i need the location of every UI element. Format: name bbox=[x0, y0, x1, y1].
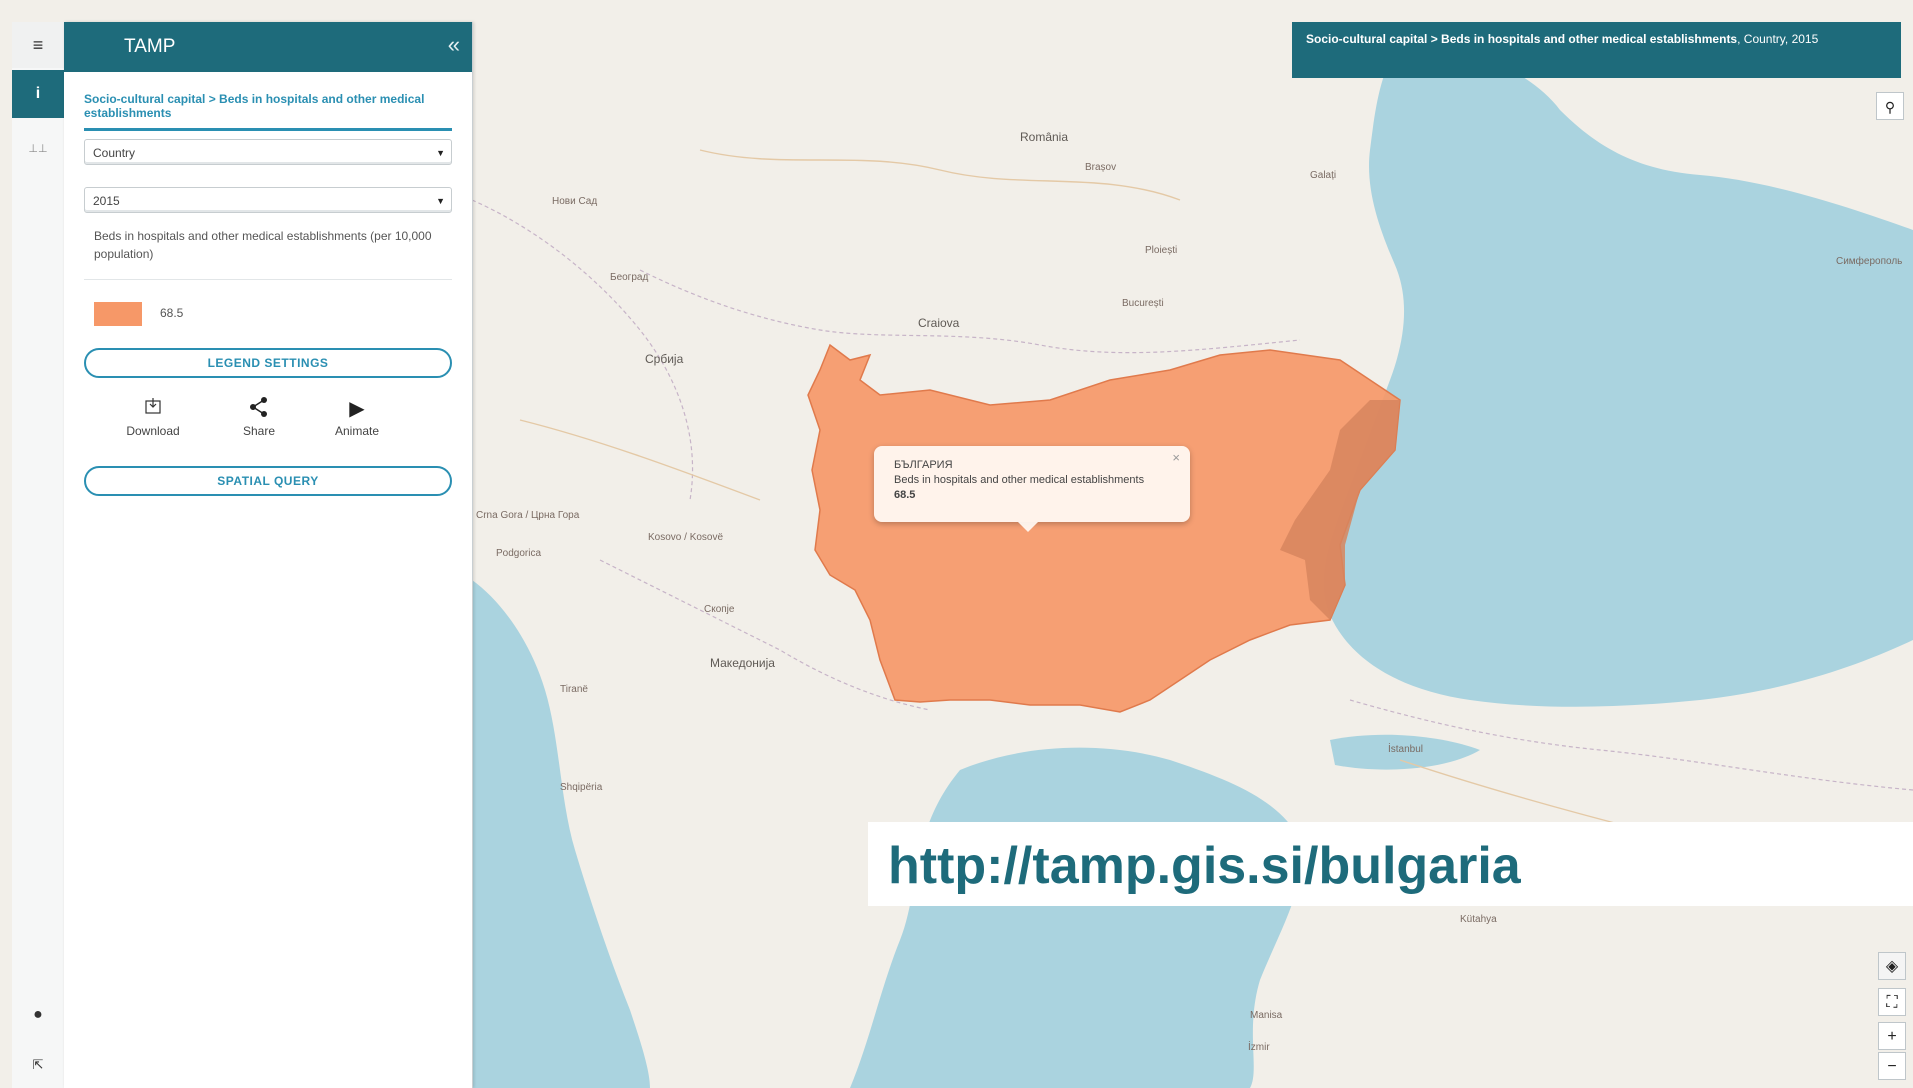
place-brasov: Brașov bbox=[1085, 162, 1117, 173]
sea-of-marmara bbox=[1330, 734, 1480, 770]
download-label: Download bbox=[126, 424, 180, 438]
place-shqiperia: Shqipëria bbox=[560, 782, 603, 793]
place-kutahya: Kütahya bbox=[1460, 914, 1497, 925]
black-sea bbox=[1323, 44, 1913, 707]
download-button[interactable]: Download bbox=[108, 396, 198, 438]
dropdown-arrow-icon: ▼ bbox=[436, 148, 445, 158]
place-kosovo: Kosovo / Kosovë bbox=[648, 532, 724, 543]
info-icon[interactable]: i bbox=[12, 70, 64, 118]
place-crna-gora: Crna Gora / Црна Гора bbox=[476, 510, 580, 521]
dropdown-arrow-icon: ▼ bbox=[436, 196, 445, 206]
animate-label: Animate bbox=[334, 424, 380, 438]
place-craiova: Craiova bbox=[918, 316, 960, 330]
adriatic-sea bbox=[472, 580, 650, 1088]
map-title-indicator: Socio-cultural capital > Beds in hospita… bbox=[1306, 32, 1738, 46]
app-title: TAMP bbox=[124, 36, 176, 57]
share-icon bbox=[214, 396, 304, 422]
place-istanbul: İstanbul bbox=[1388, 744, 1424, 755]
place-novi-sad: Нови Сад bbox=[552, 196, 598, 207]
minus-icon: − bbox=[1887, 1058, 1897, 1075]
bulgaria-polygon bbox=[807, 343, 1401, 713]
collapse-panel-icon[interactable]: « bbox=[447, 32, 460, 57]
chart-icon[interactable]: ⊥⊥ bbox=[28, 143, 48, 155]
icon-sidebar: ≡ i ⊥⊥ ● ⇱ bbox=[12, 22, 65, 1088]
year-select-value: 2015 bbox=[93, 194, 120, 208]
help-icon[interactable]: ● bbox=[33, 1006, 43, 1023]
download-icon bbox=[108, 396, 198, 422]
level-select[interactable]: Country ▼ bbox=[84, 139, 452, 165]
fullscreen-icon: ⛶ bbox=[1886, 994, 1898, 1011]
place-izmir: İzmir bbox=[1248, 1042, 1270, 1053]
popup-value: 68.5 bbox=[894, 489, 916, 501]
share-label: Share bbox=[242, 424, 276, 438]
share-button[interactable]: Share bbox=[214, 396, 304, 438]
map-search-button[interactable]: ⚲ bbox=[1876, 92, 1904, 120]
animate-button[interactable]: ▶ Animate bbox=[312, 396, 402, 438]
place-tirane: Tiranë bbox=[560, 684, 588, 695]
indicator-description: Beds in hospitals and other medical esta… bbox=[94, 229, 432, 261]
level-select-value: Country bbox=[93, 146, 136, 160]
zoom-in-button[interactable]: + bbox=[1878, 1022, 1906, 1050]
place-podgorica: Podgorica bbox=[496, 548, 542, 559]
zoom-out-button[interactable]: − bbox=[1878, 1052, 1906, 1080]
url-text: http://tamp.gis.si/bulgaria bbox=[888, 837, 1521, 895]
place-srbija: Србија bbox=[645, 352, 684, 366]
url-banner: http://tamp.gis.si/bulgaria bbox=[868, 822, 1913, 906]
popup-country: БЪЛГАРИЯ bbox=[894, 459, 953, 471]
divider bbox=[84, 279, 452, 280]
popup-indicator: Beds in hospitals and other medical esta… bbox=[894, 474, 1145, 486]
map-title-context: , Country, 2015 bbox=[1737, 32, 1819, 46]
layers-button[interactable]: ◈ bbox=[1878, 952, 1906, 980]
spatial-query-button[interactable]: SPATIAL QUERY bbox=[84, 466, 452, 496]
year-select[interactable]: 2015 ▼ bbox=[84, 187, 452, 213]
bulgaria-coast-overlap bbox=[1280, 400, 1400, 620]
plus-icon: + bbox=[1887, 1028, 1897, 1045]
legend-value: 68.5 bbox=[160, 306, 184, 320]
place-makedonija: Македонија bbox=[710, 656, 775, 670]
fullscreen-button[interactable]: ⛶ bbox=[1878, 988, 1906, 1016]
legend-swatch bbox=[94, 302, 142, 326]
place-bucuresti: București bbox=[1122, 298, 1164, 309]
place-simferopol: Симферополь bbox=[1836, 256, 1903, 267]
place-ploiesti: Ploiești bbox=[1145, 245, 1178, 256]
close-icon[interactable]: × bbox=[1172, 450, 1180, 465]
feature-popup: × БЪЛГАРИЯ Beds in hospitals and other m… bbox=[874, 446, 1190, 532]
indicator-breadcrumb[interactable]: Socio-cultural capital > Beds in hospita… bbox=[84, 92, 452, 131]
layers-icon: ◈ bbox=[1885, 958, 1899, 975]
search-icon: ⚲ bbox=[1884, 99, 1896, 115]
panel-header: TAMP « bbox=[64, 22, 472, 72]
place-romania: România bbox=[1020, 130, 1069, 144]
exit-icon[interactable]: ⇱ bbox=[32, 1057, 44, 1072]
place-galati: Galați bbox=[1310, 170, 1337, 181]
play-icon: ▶ bbox=[349, 398, 365, 420]
legend: 68.5 bbox=[84, 300, 452, 328]
legend-settings-button[interactable]: LEGEND SETTINGS bbox=[84, 348, 452, 378]
place-skopje: Скопје bbox=[704, 604, 735, 615]
action-row: Download Share ▶ Animate bbox=[84, 396, 452, 450]
place-manisa: Manisa bbox=[1250, 1010, 1283, 1021]
side-panel: TAMP « Socio-cultural capital > Beds in … bbox=[64, 22, 473, 1088]
place-beograd: Београд bbox=[610, 272, 649, 283]
menu-icon[interactable]: ≡ bbox=[12, 22, 64, 68]
map-title-bar: Socio-cultural capital > Beds in hospita… bbox=[1292, 22, 1901, 78]
